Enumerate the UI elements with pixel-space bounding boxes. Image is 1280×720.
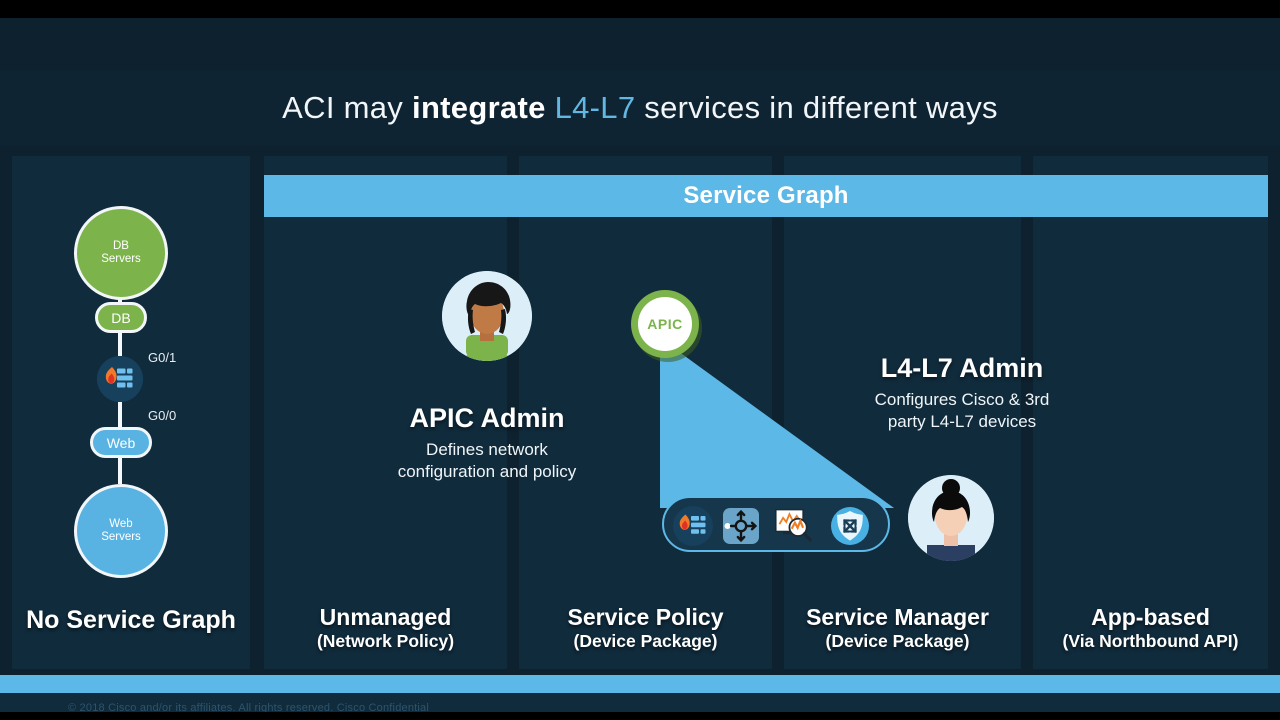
avatar-l4l7-admin: [908, 475, 994, 561]
column-title-2-sub: (Device Package): [573, 630, 718, 651]
page-title: ACI may integrate L4-L7 services in diff…: [282, 90, 998, 126]
load-balancer-icon: [721, 506, 761, 546]
column-title-1-main: Unmanaged: [319, 604, 452, 630]
title-part-2: services in different ways: [644, 90, 998, 125]
link-web-epg-to-web-servers: [118, 458, 122, 484]
letterbox-top: [0, 0, 1280, 18]
apic-admin-text-block: APIC Admin Defines network configuration…: [353, 403, 621, 483]
node-web-servers-line1: Web: [109, 517, 133, 530]
l4l7-admin-desc-line2: party L4-L7 devices: [887, 411, 1037, 431]
topology-diagram: DB Servers DB: [12, 156, 250, 669]
title-part-1: ACI may: [282, 90, 413, 125]
column-title-service-policy: Service Policy (Device Package): [519, 604, 772, 651]
column-title-4-sub: (Via Northbound API): [1062, 630, 1239, 651]
interface-label-g0-0: G0/0: [148, 408, 177, 423]
interface-label-g0-1: G0/1: [148, 350, 177, 365]
load-balancer-glyph: [723, 508, 759, 544]
column-title-3-sub: (Device Package): [825, 630, 970, 651]
footer-accent-bar: [0, 675, 1280, 693]
column-title-unmanaged: Unmanaged (Network Policy): [264, 604, 507, 651]
l4l7-admin-text-block: L4-L7 Admin Configures Cisco & 3rd party…: [828, 353, 1096, 433]
apic-admin-desc-line2: configuration and policy: [397, 461, 577, 481]
analytics-monitor-icon: [774, 506, 814, 546]
column-panel-unmanaged: [264, 156, 507, 669]
footer-copyright: © 2018 Cisco and/or its affiliates. All …: [68, 702, 430, 714]
column-title-no-service-graph: No Service Graph: [12, 606, 250, 635]
title-accent-word: L4-L7: [545, 90, 645, 125]
apic-beam: [660, 338, 894, 508]
person-avatar-icon: [442, 271, 532, 361]
column-title-2-main: Service Policy: [567, 604, 724, 630]
node-db-servers-label: DB Servers: [101, 240, 141, 266]
l4l7-admin-desc-line1: Configures Cisco & 3rd: [874, 389, 1050, 409]
security-shield-icon: [830, 506, 870, 546]
node-db-servers: DB Servers: [74, 206, 168, 300]
node-db-servers-line2: Servers: [101, 253, 141, 265]
epg-web-label: Web: [106, 434, 136, 451]
apic-badge-inner: APIC: [638, 297, 692, 351]
node-web-servers: Web Servers: [74, 484, 168, 578]
apic-admin-name: APIC Admin: [409, 403, 565, 433]
column-title-3-main: Service Manager: [806, 604, 989, 630]
node-web-servers-line2: Servers: [101, 531, 141, 543]
firewall-glyph: [673, 506, 713, 546]
security-shield-glyph: [831, 507, 869, 545]
service-graph-banner-label: Service Graph: [683, 182, 849, 209]
apic-admin-description: Defines network configuration and policy: [353, 439, 621, 483]
epg-db-label: DB: [111, 309, 131, 326]
epg-web-pill: Web: [90, 427, 152, 458]
apic-badge-icon: APIC: [631, 290, 699, 358]
l4l7-device-bar: [662, 496, 890, 552]
node-web-servers-label: Web Servers: [101, 518, 141, 544]
node-db-servers-line1: DB: [113, 239, 129, 252]
column-title-4-main: App-based: [1091, 604, 1210, 630]
person-avatar-icon: [908, 475, 994, 561]
epg-db-pill: DB: [95, 302, 147, 333]
analytics-monitor-glyph: [775, 508, 812, 542]
column-panel-service-manager: [784, 156, 1021, 669]
link-db-epg-to-firewall: [118, 332, 122, 356]
service-graph-banner: Service Graph: [264, 175, 1268, 217]
l4l7-admin-name: L4-L7 Admin: [880, 353, 1044, 383]
avatar-apic-admin: [442, 271, 532, 361]
letterbox-bottom: [0, 712, 1280, 720]
slide-stage: ACI may integrate L4-L7 services in diff…: [0, 18, 1280, 720]
firewall-icon: [97, 356, 143, 402]
firewall-glyph: [97, 356, 143, 402]
column-title-0-main: No Service Graph: [26, 606, 236, 634]
apic-badge-label: APIC: [647, 316, 683, 332]
firewall-icon: [673, 506, 713, 546]
column-title-1-sub: (Network Policy): [316, 630, 455, 651]
slide-title-band: ACI may integrate L4-L7 services in diff…: [0, 70, 1280, 146]
title-bold-word: integrate: [412, 90, 546, 125]
column-title-app-based: App-based (Via Northbound API): [1028, 604, 1273, 651]
column-title-service-manager: Service Manager (Device Package): [779, 604, 1016, 651]
link-firewall-to-web-epg: [118, 402, 122, 428]
l4l7-admin-description: Configures Cisco & 3rd party L4-L7 devic…: [828, 389, 1096, 433]
apic-admin-desc-line1: Defines network: [426, 439, 548, 459]
column-panel-app-based: [1033, 156, 1268, 669]
